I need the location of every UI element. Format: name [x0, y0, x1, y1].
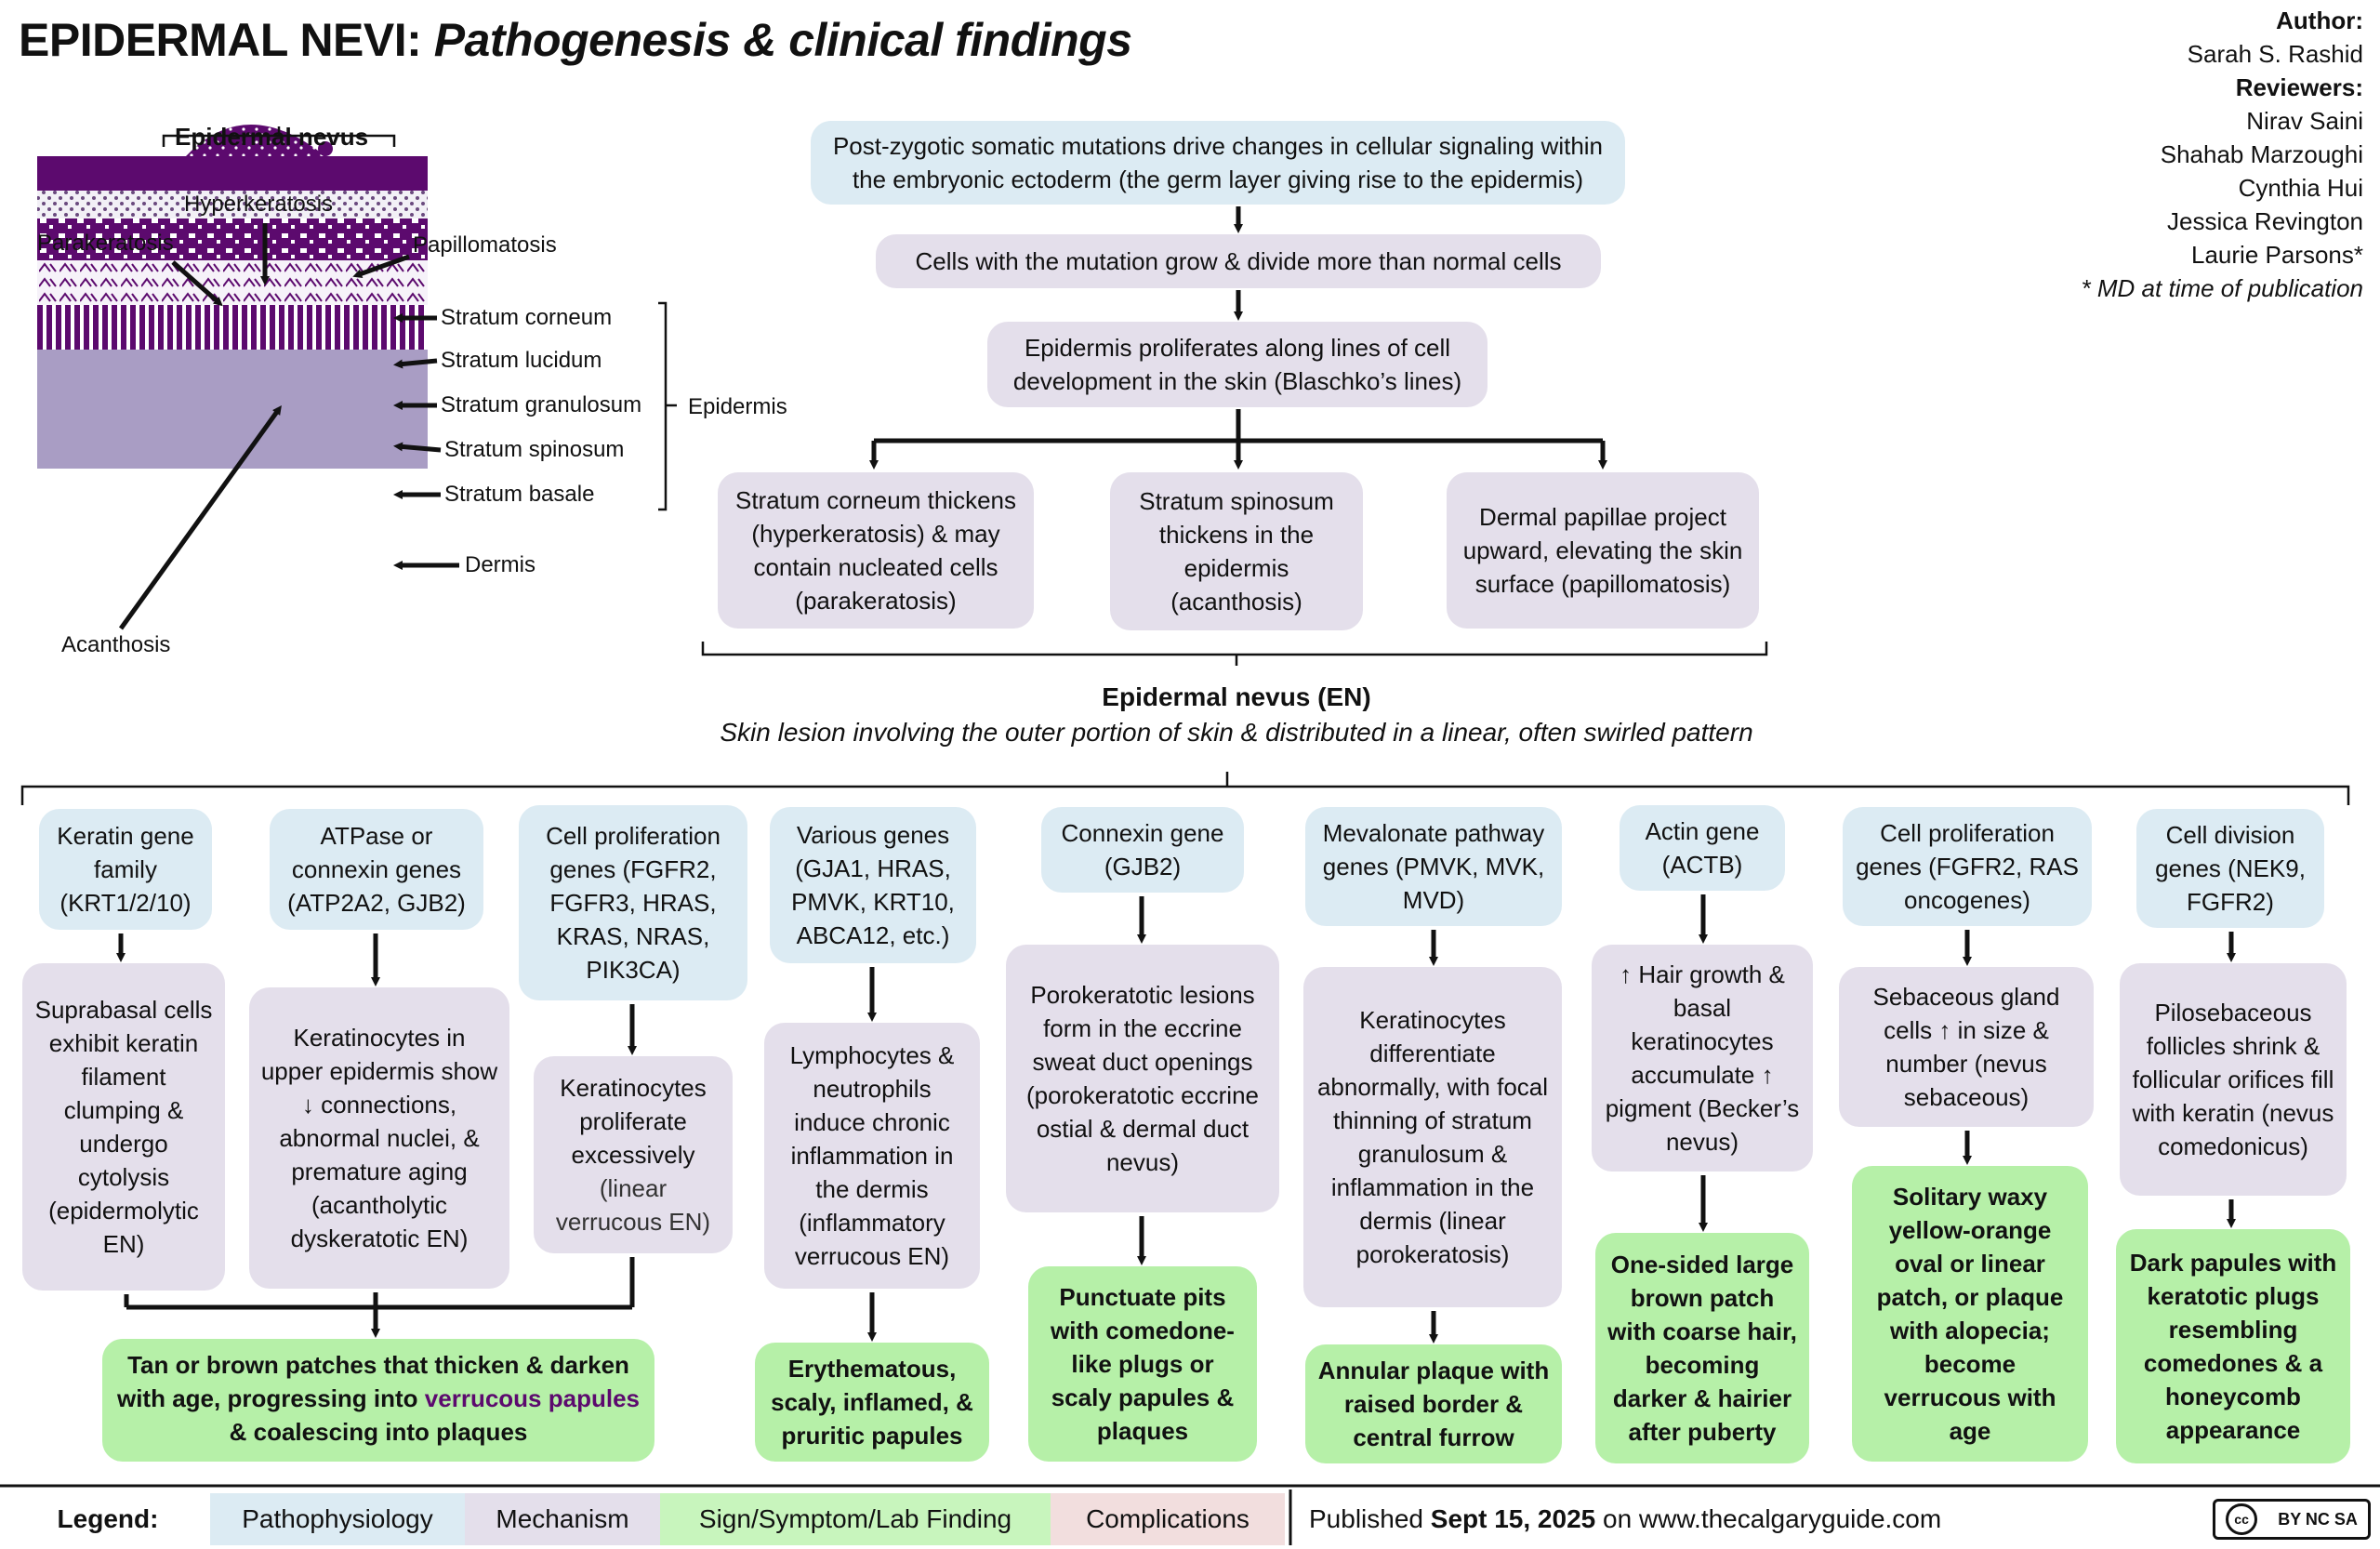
parakeratosis-label: Parakeratosis [37, 231, 174, 256]
legend-complications: Complications [1051, 1493, 1285, 1545]
pub-site: on www.thecalgaryguide.com [1603, 1504, 1942, 1533]
c9-sign-box: Dark papules with keratotic plugs resemb… [2116, 1229, 2350, 1463]
page-title: EPIDERMAL NEVI: Pathogenesis & clinical … [19, 13, 1132, 67]
papillomatosis-box: Dermal papillae project upward, elevatin… [1447, 472, 1759, 629]
stratum-basale-label: Stratum basale [444, 482, 595, 507]
acanthosis-label: Acanthosis [61, 632, 171, 657]
c3-mechanism-subtype: (linear verrucous EN) [555, 1174, 711, 1236]
legend-pathophysiology: Pathophysiology [210, 1493, 465, 1545]
license-text: BY NC SA [2278, 1509, 2358, 1529]
pub-prefix: Published [1309, 1504, 1423, 1533]
reviewers-label: Reviewers: [2235, 73, 2363, 101]
c8-gene-box: Cell proliferation genes (FGFR2, RAS onc… [1843, 807, 2092, 926]
hyperkeratosis-box: Stratum corneum thickens (hyperkeratosis… [718, 472, 1034, 629]
c123-sign-text: Tan or brown patches that thicken & dark… [116, 1351, 629, 1412]
stratum-spinosum-label: Stratum spinosum [444, 437, 625, 462]
c6-mechanism-box: Keratinocytes differentiate abnormally, … [1303, 967, 1562, 1307]
c9-gene-box: Cell division genes (NEK9, FGFR2) [2136, 809, 2324, 928]
legend-label: Legend: [57, 1504, 159, 1533]
hyperkeratosis-label: Hyperkeratosis [184, 192, 334, 217]
legend-mechanism: Mechanism [465, 1493, 660, 1545]
c9-mechanism-box: Pilosebaceous follicles shrink & follicu… [2120, 963, 2347, 1196]
en-title: Epidermal nevus (EN) [1102, 682, 1371, 711]
acanthosis-box: Stratum spinosum thickens in the epiderm… [1110, 472, 1363, 630]
c7-gene-box: Actin gene (ACTB) [1620, 805, 1785, 891]
c2-mechanism-box: Keratinocytes in upper epidermis show ↓ … [249, 987, 509, 1289]
publication-info: Published Sept 15, 2025 on www.thecalgar… [1309, 1493, 1950, 1545]
c7-sign-box: One-sided large brown patch with coarse … [1595, 1233, 1809, 1463]
stratum-lucidum-label: Stratum lucidum [441, 348, 602, 373]
c8-sign-box: Solitary waxy yellow-orange oval or line… [1852, 1166, 2088, 1462]
cell-growth-box: Cells with the mutation grow & divide mo… [876, 234, 1601, 288]
c5-mechanism-box: Porokeratotic lesions form in the eccrin… [1006, 945, 1279, 1212]
skin-layers-diagram [37, 125, 428, 469]
c3-gene-box: Cell proliferation genes (FGFR2, FGFR3, … [519, 805, 747, 1000]
c2-gene-box: ATPase or connexin genes (ATP2A2, GJB2) [270, 809, 483, 930]
title-italic: Pathogenesis & clinical findings [433, 14, 1132, 66]
c123-sign-end: & coalescing into plaques [229, 1418, 528, 1446]
c4-mechanism-box: Lymphocytes & neutrophils induce chronic… [764, 1023, 980, 1289]
author-name: Sarah S. Rashid [2187, 40, 2363, 68]
author-label: Author: [2276, 7, 2363, 34]
reviewer: Nirav Saini [2246, 107, 2363, 135]
dermis-label: Dermis [465, 552, 536, 577]
epidermis-label: Epidermis [688, 394, 787, 419]
stratum-granulosum-label: Stratum granulosum [441, 392, 642, 417]
c6-gene-box: Mevalonate pathway genes (PMVK, MVK, MVD… [1305, 807, 1562, 926]
blaschko-box: Epidermis proliferates along lines of ce… [987, 322, 1488, 407]
c3-mechanism-box: Keratinocytes proliferate excessively (l… [534, 1056, 733, 1253]
c3-mechanism-text: Keratinocytes proliferate excessively [560, 1074, 707, 1169]
mutation-box: Post-zygotic somatic mutations drive cha… [811, 121, 1625, 205]
cc-symbol-icon: cc [2226, 1503, 2258, 1535]
c4-sign-box: Erythematous, scaly, inflamed, & pruriti… [755, 1343, 989, 1462]
stratum-corneum-label: Stratum corneum [441, 305, 613, 330]
pub-date: Sept 15, 2025 [1430, 1504, 1596, 1533]
c5-gene-box: Connexin gene (GJB2) [1041, 807, 1244, 893]
reviewer: Shahab Marzoughi [2160, 140, 2363, 168]
papillomatosis-label: Papillomatosis [413, 232, 557, 258]
credits: Author: Sarah S. Rashid Reviewers: Nirav… [2082, 4, 2363, 305]
reviewer: Cynthia Hui [2238, 174, 2363, 202]
c8-mechanism-box: Sebaceous gland cells ↑ in size & number… [1839, 967, 2094, 1127]
cc-license-icon[interactable]: cc BY NC SA [2213, 1499, 2371, 1540]
c6-sign-box: Annular plaque with raised border & cent… [1305, 1344, 1562, 1463]
title-bold: EPIDERMAL NEVI: [19, 14, 422, 66]
c4-gene-box: Various genes (GJA1, HRAS, PMVK, KRT10, … [770, 807, 976, 963]
legend-sign: Sign/Symptom/Lab Finding [660, 1493, 1051, 1545]
md-note: * MD at time of publication [2081, 274, 2363, 302]
c5-sign-box: Punctuate pits with comedone-like plugs … [1028, 1266, 1257, 1462]
reviewer: Laurie Parsons* [2191, 241, 2363, 269]
c1-gene-box: Keratin gene family (KRT1/2/10) [39, 809, 212, 930]
c1-mechanism-box: Suprabasal cells exhibit keratin filamen… [22, 963, 225, 1291]
c123-sign-highlight: verrucous papules [424, 1384, 640, 1412]
c123-sign-box: Tan or brown patches that thicken & dark… [102, 1339, 654, 1462]
c7-mechanism-box: ↑ Hair growth & basal keratinocytes accu… [1592, 945, 1813, 1172]
reviewer: Jessica Revington [2167, 207, 2363, 235]
en-subtitle: Skin lesion involving the outer portion … [720, 718, 1753, 747]
